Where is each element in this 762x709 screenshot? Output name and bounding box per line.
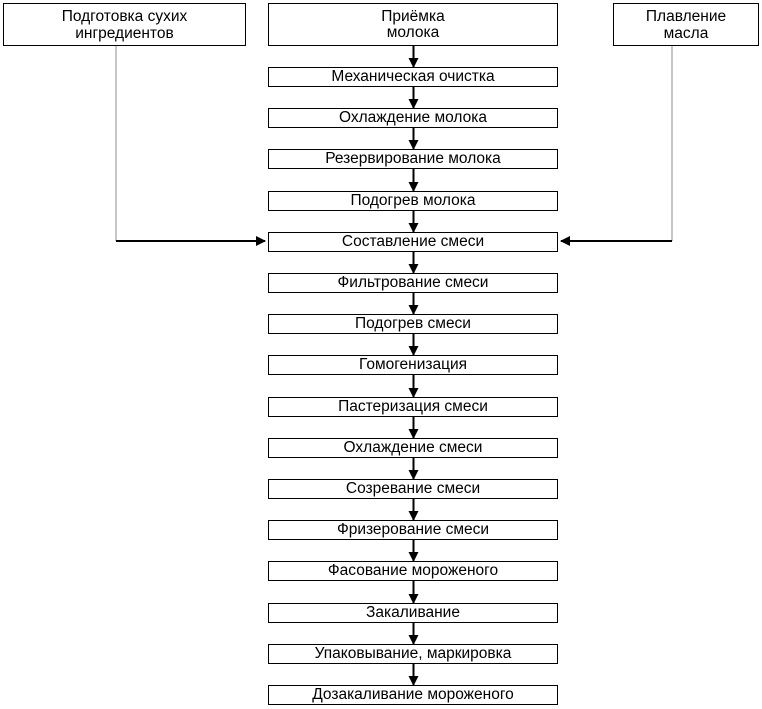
process-step-label: Упаковывание, маркировка [314, 645, 512, 662]
process-step-box: Фризерование смеси [268, 520, 558, 540]
milk-reception-box: Приёмка молока [268, 3, 558, 46]
butter-melting-box: Плавление масла [613, 3, 759, 46]
process-step-label: Механическая очистка [331, 68, 495, 85]
process-step-box: Подогрев смеси [268, 314, 558, 334]
process-step-box: Дозакаливание мороженого [268, 685, 558, 705]
process-step-label: Резервирование молока [325, 150, 501, 167]
process-step-label: Охлаждение молока [339, 109, 487, 126]
process-step-label: Гомогенизация [358, 356, 468, 373]
butter-melting-line2: масла [663, 24, 709, 42]
process-step-box: Подогрев молока [268, 191, 558, 211]
process-step-box: Составление смеси [268, 232, 558, 252]
process-step-label: Составление смеси [341, 233, 485, 250]
process-step-box: Механическая очистка [268, 67, 558, 87]
process-step-label: Закаливание [366, 604, 460, 621]
dry-ingredients-box: Подготовка сухих ингредиентов [3, 3, 246, 46]
process-step-label: Дозакаливание мороженого [312, 686, 514, 703]
process-step-box: Пастеризация смеси [268, 397, 558, 417]
process-step-box: Охлаждение смеси [268, 438, 558, 458]
process-step-label: Пастеризация смеси [338, 398, 488, 415]
process-step-box: Охлаждение молока [268, 108, 558, 128]
milk-reception-line1: Приёмка [381, 7, 445, 25]
process-step-label: Подогрев молока [350, 192, 476, 209]
process-step-box: Созревание смеси [268, 479, 558, 499]
milk-reception-line2: молока [386, 23, 440, 41]
dry-ingredients-line1: Подготовка сухих [61, 7, 188, 25]
process-step-box: Гомогенизация [268, 355, 558, 375]
process-step-box: Упаковывание, маркировка [268, 644, 558, 664]
butter-melting-line1: Плавление [645, 7, 727, 25]
dry-ingredients-line2: ингредиентов [75, 24, 174, 42]
process-step-label: Подогрев смеси [355, 315, 471, 332]
process-step-label: Фильтрование смеси [337, 274, 489, 291]
process-step-label: Охлаждение смеси [343, 439, 483, 456]
process-step-box: Фильтрование смеси [268, 273, 558, 293]
process-step-box: Фасование мороженого [268, 561, 558, 581]
process-step-label: Созревание смеси [345, 480, 481, 497]
process-step-label: Фризерование смеси [336, 521, 490, 538]
process-step-box: Резервирование молока [268, 149, 558, 169]
process-step-label: Фасование мороженого [327, 562, 499, 579]
process-step-box: Закаливание [268, 603, 558, 623]
